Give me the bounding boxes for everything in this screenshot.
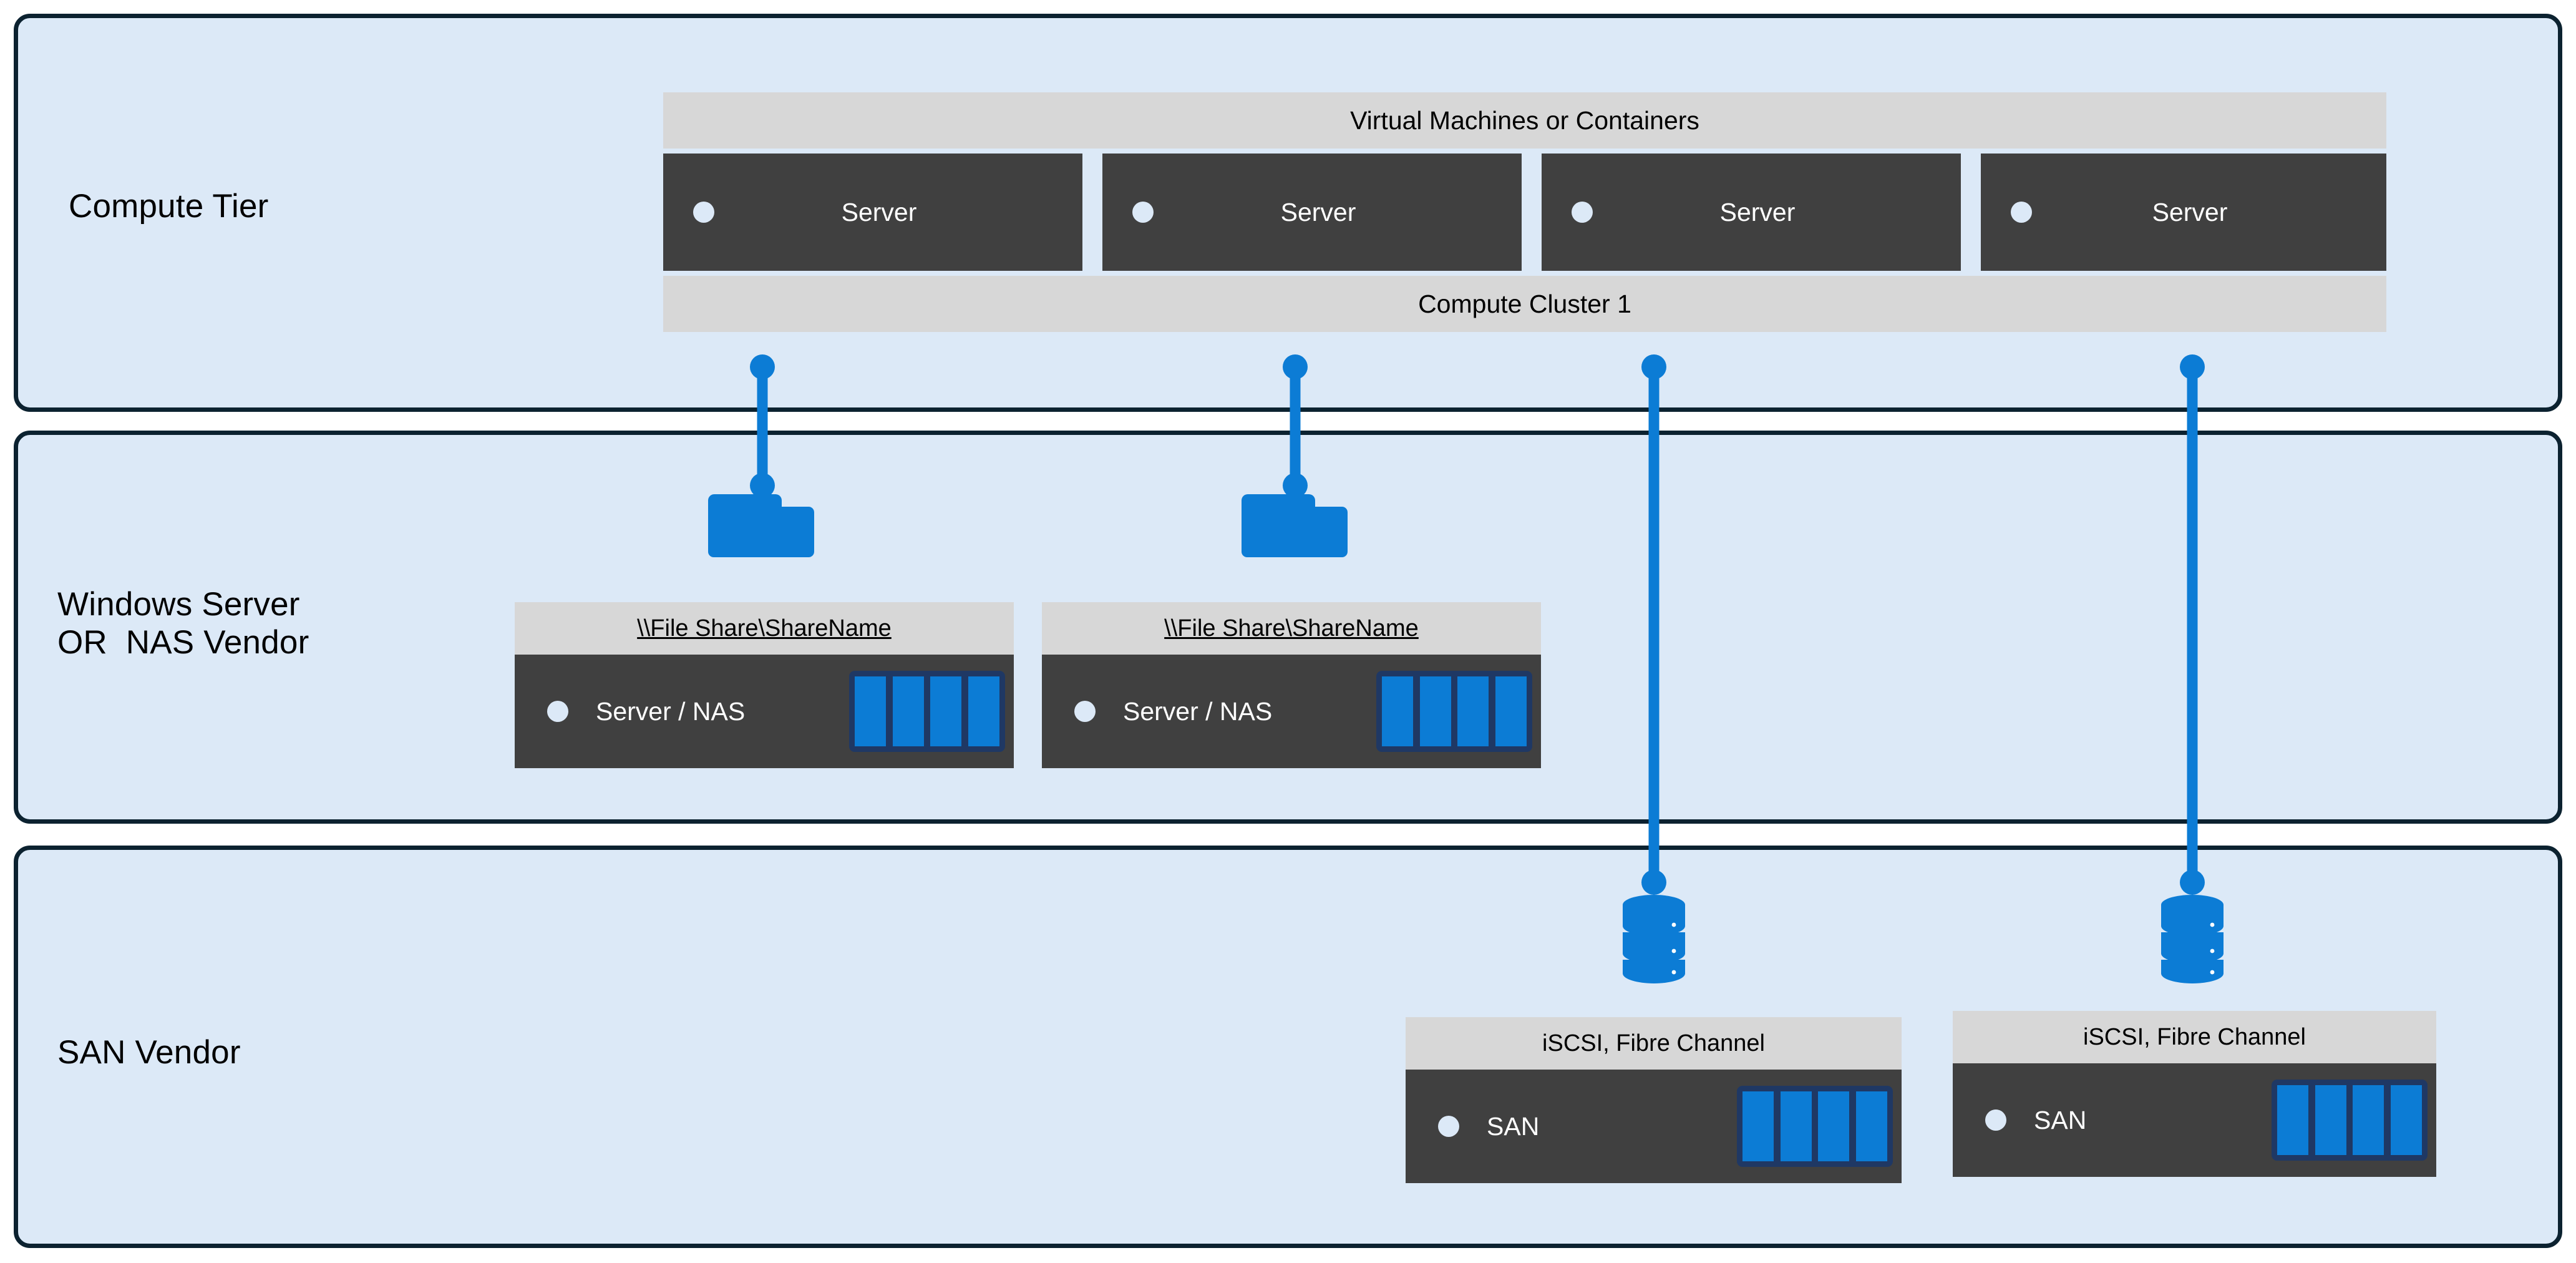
server-label-3: Server: [1719, 197, 1796, 227]
file-share-band-1: \\File Share\ShareName: [515, 602, 1014, 655]
disk-bar: [2390, 1085, 2422, 1155]
file-share-device-label-1: Server / NAS: [596, 696, 746, 726]
file-share-device-label-2: Server / NAS: [1123, 696, 1273, 726]
san-device-1: SAN: [1406, 1070, 1902, 1183]
disk-bar: [1495, 676, 1527, 746]
server-box-3[interactable]: Server: [1542, 154, 1961, 271]
san-device-label-1: SAN: [1487, 1111, 1540, 1141]
disk-bar: [1818, 1091, 1850, 1161]
file-share-node-2[interactable]: \\File Share\ShareName Server / NAS: [1042, 602, 1541, 768]
virtual-machines-band: Virtual Machines or Containers: [663, 92, 2386, 149]
disk-bar: [1382, 676, 1413, 746]
disk-bar: [2277, 1085, 2308, 1155]
database-icon: [1623, 895, 1685, 983]
disk-bar: [930, 676, 962, 746]
disk-bar: [1457, 676, 1489, 746]
status-led-icon: [1074, 701, 1096, 722]
disk-array-icon: [849, 671, 1005, 752]
folder-body-shape: [708, 507, 814, 557]
folder-icon: [1242, 485, 1348, 557]
folder-body-shape: [1242, 507, 1348, 557]
disk-bar: [968, 676, 999, 746]
san-device-2: SAN: [1953, 1063, 2436, 1177]
san-node-1[interactable]: iSCSI, Fibre Channel SAN: [1406, 1017, 1902, 1183]
folder-icon: [708, 485, 814, 557]
status-led-icon: [1985, 1109, 2006, 1131]
status-led-icon: [547, 701, 568, 722]
file-share-device-2: Server / NAS: [1042, 655, 1541, 768]
disk-bar: [1742, 1091, 1774, 1161]
san-band-1: iSCSI, Fibre Channel: [1406, 1017, 1902, 1070]
file-share-path-label: \\File Share\ShareName: [637, 615, 892, 641]
san-device-label-2: SAN: [2034, 1105, 2087, 1134]
disk-bar: [2353, 1085, 2384, 1155]
status-led-icon: [1572, 202, 1593, 223]
tier-label-san: SAN Vendor: [57, 1034, 241, 1071]
server-box-1[interactable]: Server: [663, 154, 1082, 271]
file-share-band-2: \\File Share\ShareName: [1042, 602, 1541, 655]
server-box-4[interactable]: Server: [1981, 154, 2386, 271]
disk-bar: [1419, 676, 1451, 746]
disk-array-icon: [1376, 671, 1532, 752]
disk-bar: [1855, 1091, 1887, 1161]
disk-array-icon: [1737, 1086, 1893, 1167]
server-box-2[interactable]: Server: [1102, 154, 1522, 271]
disk-array-icon: [2272, 1080, 2428, 1161]
server-label-2: Server: [1280, 197, 1356, 227]
disk-bar: [892, 676, 924, 746]
compute-cluster-band: Compute Cluster 1: [663, 276, 2386, 332]
file-share-node-1[interactable]: \\File Share\ShareName Server / NAS: [515, 602, 1014, 768]
file-share-path-label: \\File Share\ShareName: [1164, 615, 1419, 641]
san-node-2[interactable]: iSCSI, Fibre Channel SAN: [1953, 1011, 2436, 1177]
disk-bar: [1780, 1091, 1812, 1161]
disk-bar: [855, 676, 886, 746]
server-label-4: Server: [2152, 197, 2228, 227]
database-icon: [2161, 895, 2224, 983]
compute-cluster-group: Virtual Machines or Containers Server Se…: [663, 92, 2386, 332]
server-row: Server Server Server Server: [663, 154, 2386, 271]
status-led-icon: [693, 202, 714, 223]
status-led-icon: [1438, 1116, 1459, 1137]
disk-bar: [2315, 1085, 2346, 1155]
san-band-2: iSCSI, Fibre Channel: [1953, 1011, 2436, 1063]
status-led-icon: [2011, 202, 2032, 223]
server-label-1: Server: [841, 197, 917, 227]
tier-label-compute: Compute Tier: [69, 188, 269, 225]
file-share-device-1: Server / NAS: [515, 655, 1014, 768]
status-led-icon: [1132, 202, 1154, 223]
